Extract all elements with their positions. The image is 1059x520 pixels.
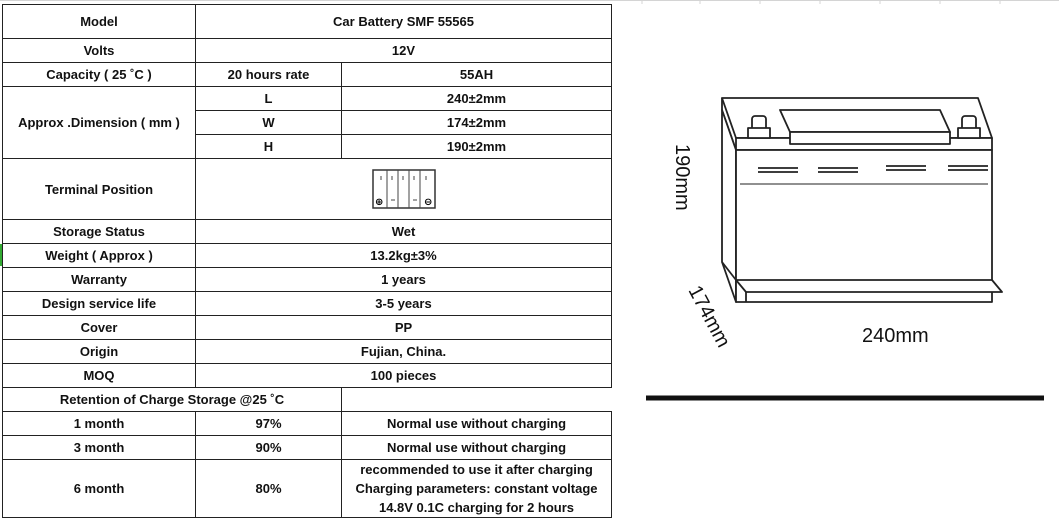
dimension-axis: H — [195, 134, 342, 159]
retention-note-line: 14.8V 0.1C charging for 2 hours — [378, 500, 575, 515]
height-dimension-label: 190mm — [671, 144, 693, 211]
table-row: MOQ 100 pieces — [2, 363, 612, 388]
table-row: 3 month 90% Normal use without charging — [2, 435, 612, 460]
retention-title: Retention of Charge Storage @25 ˚C — [2, 387, 342, 412]
spec-value: 13.2kg±3% — [195, 243, 612, 268]
width-dimension-label: 174mm — [684, 282, 735, 351]
spec-label: Design service life — [2, 291, 196, 316]
table-row: Origin Fujian, China. — [2, 339, 612, 364]
retention-period: 3 month — [2, 435, 196, 460]
spec-value: Wet — [195, 219, 612, 244]
table-row: Warranty 1 years — [2, 267, 612, 292]
spec-value: Fujian, China. — [195, 339, 612, 364]
spec-label: Cover — [2, 315, 196, 340]
table-row: Storage Status Wet — [2, 219, 612, 244]
retention-period: 6 month — [2, 459, 196, 518]
retention-percent: 97% — [195, 411, 342, 436]
dimension-axis: W — [195, 110, 342, 135]
dimension-axis: L — [195, 86, 342, 111]
table-row: Design service life 3-5 years — [2, 291, 612, 316]
capacity-rate: 20 hours rate — [195, 62, 342, 87]
model-value: Car Battery SMF 55565 — [195, 4, 612, 39]
retention-percent: 80% — [195, 459, 342, 518]
terminal-minus-icon: ⊖ — [424, 197, 432, 208]
table-row: 6 month 80% recommended to use it after … — [2, 459, 612, 518]
table-row: 1 month 97% Normal use without charging — [2, 411, 612, 436]
dimension-label: Approx .Dimension ( mm ) — [2, 86, 196, 159]
terminal-diagram-cell: ⊕ ⊖ — [195, 158, 612, 220]
spec-label: Weight ( Approx ) — [2, 243, 196, 268]
spec-value: PP — [195, 315, 612, 340]
battery-dimension-diagram: 190mm 174mm 240mm — [646, 97, 1044, 401]
retention-note: Normal use without charging — [341, 435, 612, 460]
battery-spec-table: Model Car Battery SMF 55565 Volts 12V Ca… — [2, 4, 612, 518]
retention-note: recommended to use it after charging Cha… — [341, 459, 612, 518]
table-row: Retention of Charge Storage @25 ˚C — [2, 387, 612, 412]
retention-percent: 90% — [195, 435, 342, 460]
terminal-label: Terminal Position — [2, 158, 196, 220]
model-label: Model — [2, 4, 196, 39]
table-row: W 174±2mm — [3, 110, 612, 135]
terminal-layout-icon: ⊕ ⊖ — [371, 169, 436, 209]
row-indicator — [0, 244, 2, 266]
retention-note-line: Charging parameters: constant voltage — [355, 481, 598, 496]
table-row: Weight ( Approx ) 13.2kg±3% — [2, 243, 612, 268]
spec-value: 1 years — [195, 267, 612, 292]
table-row: Capacity ( 25 ˚C ) 20 hours rate 55AH — [2, 62, 612, 87]
table-row: Terminal Position ⊕ ⊖ — [2, 158, 612, 220]
length-dimension-label: 240mm — [862, 325, 929, 347]
capacity-label: Capacity ( 25 ˚C ) — [2, 62, 196, 87]
empty-cell — [341, 387, 612, 412]
spec-label: MOQ — [2, 363, 196, 388]
spec-label: Origin — [2, 339, 196, 364]
spec-value: 100 pieces — [195, 363, 612, 388]
table-row: H 190±2mm — [3, 134, 612, 159]
retention-note-line: recommended to use it after charging — [360, 462, 593, 477]
retention-period: 1 month — [2, 411, 196, 436]
table-row: Cover PP — [2, 315, 612, 340]
dimension-value: 190±2mm — [341, 134, 612, 159]
volts-label: Volts — [2, 38, 196, 63]
table-row: Approx .Dimension ( mm ) L 240±2mm — [2, 86, 612, 159]
table-row: Volts 12V — [2, 38, 612, 63]
spec-label: Storage Status — [2, 219, 196, 244]
volts-value: 12V — [195, 38, 612, 63]
dimension-value: 174±2mm — [341, 110, 612, 135]
terminal-plus-icon: ⊕ — [375, 197, 383, 208]
dimension-value: 240±2mm — [341, 86, 612, 111]
table-row: Model Car Battery SMF 55565 — [2, 4, 612, 39]
retention-note: Normal use without charging — [341, 411, 612, 436]
spec-value: 3-5 years — [195, 291, 612, 316]
capacity-value: 55AH — [341, 62, 612, 87]
spec-label: Warranty — [2, 267, 196, 292]
battery-illustration — [721, 97, 1003, 303]
